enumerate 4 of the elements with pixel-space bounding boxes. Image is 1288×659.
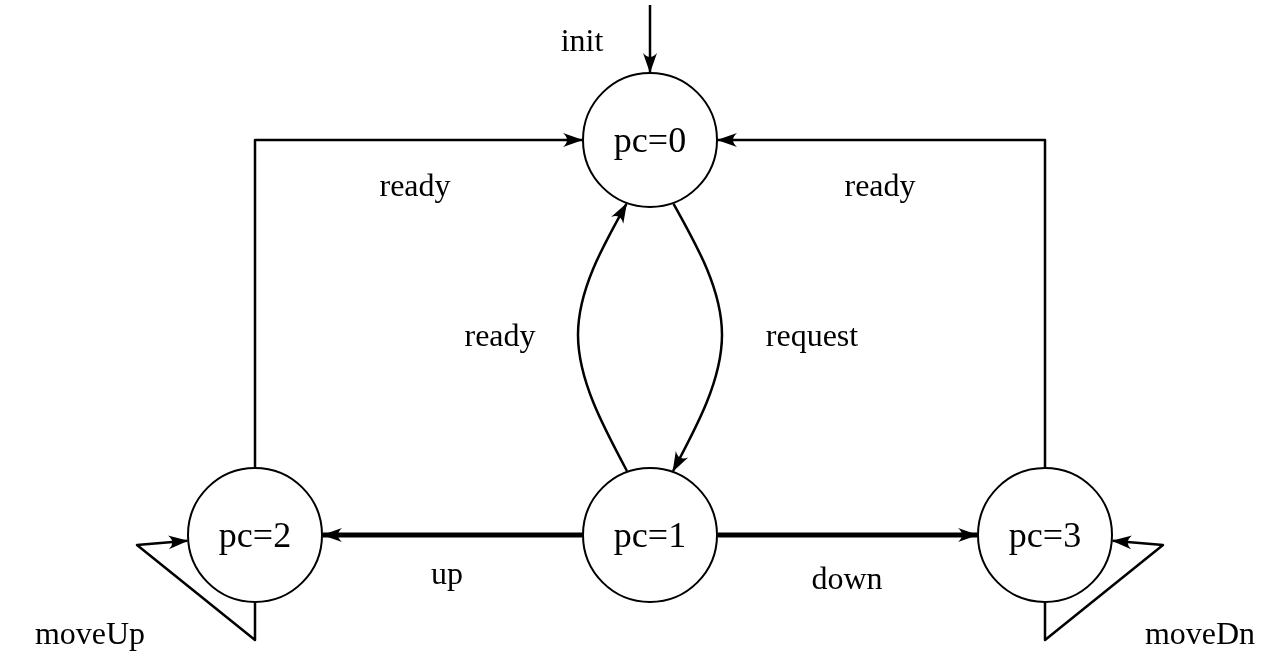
state-label: pc=1 xyxy=(613,514,687,556)
state-label: pc=0 xyxy=(613,119,687,161)
state-label: pc=2 xyxy=(218,514,292,556)
state-label: pc=3 xyxy=(1008,514,1082,556)
